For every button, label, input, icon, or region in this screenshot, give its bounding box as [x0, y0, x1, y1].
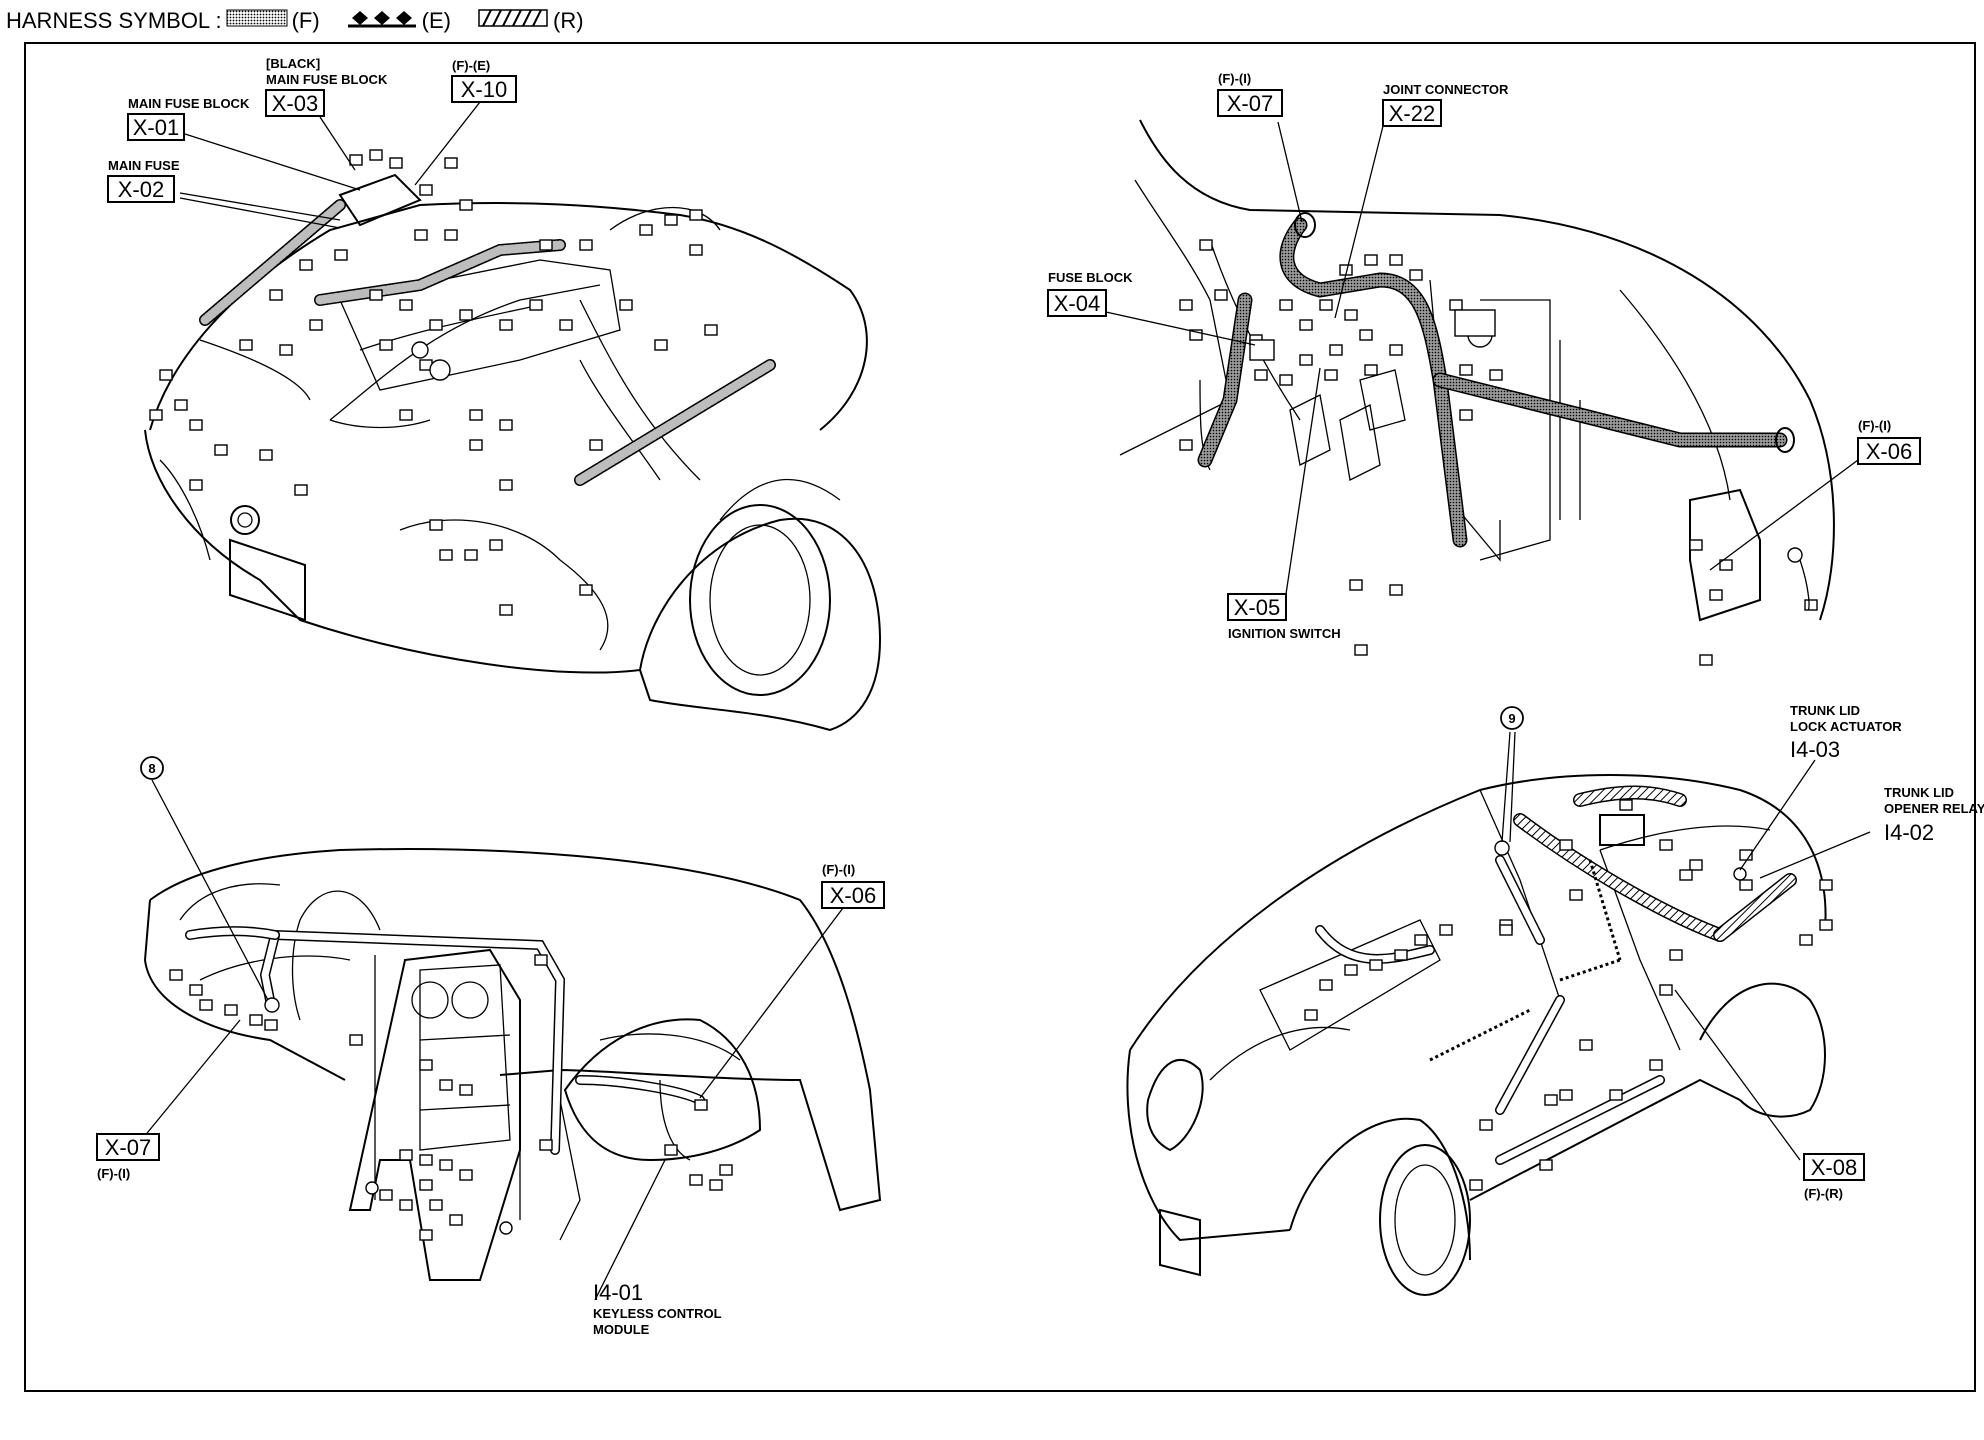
callout-x22-desc: JOINT CONNECTOR	[1383, 82, 1509, 97]
cabin-panel: (F)-(I) X-07 JOINT CONNECTOR X-22 FUSE B…	[1047, 71, 1921, 666]
callout-x06-dash-box	[821, 881, 885, 909]
callout-x07-dash-code: X-07	[105, 1135, 151, 1160]
cabin-harness	[1197, 212, 1795, 548]
callout-i401-desc-line2: MODULE	[593, 1322, 650, 1337]
callout-x10-code: X-10	[461, 77, 507, 102]
callout-x06-box	[1857, 437, 1921, 465]
engine-bay-panel: MAIN FUSE BLOCK X-01 MAIN FUSE X-02 [BLA…	[107, 56, 882, 731]
dashboard-panel: 8 X-07 (F)-(I) (F)-(I) X-06 I4-01 KEYLES…	[96, 756, 885, 1337]
diagram-frame	[24, 42, 1976, 1392]
dashboard-harness	[185, 926, 705, 1220]
engine-bay-connectors	[149, 149, 718, 616]
engine-bay-callouts: MAIN FUSE BLOCK X-01 MAIN FUSE X-02 [BLA…	[107, 56, 517, 203]
callout-x07-dash-box	[96, 1133, 160, 1161]
rear-car-harness	[1315, 785, 1797, 1165]
callout-x03-box	[265, 89, 325, 117]
callout-i403-desc-line1: TRUNK LID	[1790, 703, 1860, 718]
callout-x03-note: [BLACK]	[266, 56, 320, 71]
callout-x01-code: X-01	[133, 115, 179, 140]
callout-x22-box	[1382, 99, 1442, 127]
rear-car-callouts: 9 TRUNK LID LOCK ACTUATOR I4-03 TRUNK LI…	[1500, 703, 1984, 1201]
dashboard-callouts: 8 X-07 (F)-(I) (F)-(I) X-06 I4-01 KEYLES…	[96, 756, 885, 1337]
callout-x07-code: X-07	[1227, 91, 1273, 116]
callout-i402-code: I4-02	[1884, 820, 1934, 845]
callout-x01-desc: MAIN FUSE BLOCK	[128, 96, 250, 111]
rear-car-panel: 9 TRUNK LID LOCK ACTUATOR I4-03 TRUNK LI…	[1126, 703, 1984, 1296]
callout-x06-dash-note: (F)-(I)	[822, 862, 855, 877]
callout-x08-note: (F)-(R)	[1804, 1186, 1843, 1201]
callout-i403-code: I4-03	[1790, 737, 1840, 762]
legend-e-text: (E)	[421, 8, 451, 33]
callout-x04-desc: FUSE BLOCK	[1048, 270, 1133, 285]
callout-x02-box	[107, 175, 175, 203]
callout-x05-desc: IGNITION SWITCH	[1228, 626, 1341, 641]
circle-8-marker	[140, 756, 164, 780]
rear-car-connectors	[1304, 799, 1833, 1191]
callout-i401-desc-line1: KEYLESS CONTROL	[593, 1306, 722, 1321]
callout-x07-dash-note: (F)-(I)	[97, 1166, 130, 1181]
callout-x02-code: X-02	[118, 177, 164, 202]
callout-x22-code: X-22	[1389, 101, 1435, 126]
dotted-harness-icon	[226, 7, 288, 35]
callout-x02-desc: MAIN FUSE	[108, 158, 180, 173]
dashboard-leaders	[142, 779, 847, 1301]
circle-9-marker	[1500, 706, 1524, 730]
cabin-leaders	[1105, 121, 1859, 611]
rear-car-leaders	[1501, 731, 1871, 1161]
cabin-connectors	[1179, 239, 1818, 666]
diamond-harness-icon	[346, 7, 418, 35]
callout-x05-box	[1227, 593, 1287, 621]
legend-f-text: (F)	[291, 8, 320, 33]
callout-x10-note: (F)-(E)	[452, 58, 490, 73]
hatched-harness-icon	[477, 7, 549, 35]
dashboard-connectors	[169, 954, 733, 1241]
callout-x07-box	[1217, 89, 1283, 117]
cabin-callouts: (F)-(I) X-07 JOINT CONNECTOR X-22 FUSE B…	[1047, 71, 1921, 641]
callout-x06-code: X-06	[1866, 439, 1912, 464]
callout-i402-desc-line1: TRUNK LID	[1884, 785, 1954, 800]
harness-legend: HARNESS SYMBOL : (F) (E) (R)	[6, 4, 606, 38]
engine-bay-car-outline	[144, 202, 882, 731]
callout-x06-dash-code: X-06	[830, 883, 876, 908]
callout-x03-code: X-03	[272, 91, 318, 116]
callout-x03-desc: MAIN FUSE BLOCK	[266, 72, 388, 87]
callout-i402-desc-line2: OPENER RELAY	[1884, 801, 1984, 816]
callout-x08-code: X-08	[1811, 1155, 1857, 1180]
engine-bay-leaders	[179, 101, 481, 229]
engine-bay-harness	[199, 173, 776, 486]
callout-x10-box	[451, 75, 517, 103]
callout-i401-code: I4-01	[593, 1280, 643, 1305]
circle-8-label: 8	[148, 761, 155, 776]
legend-prefix: HARNESS SYMBOL :	[6, 8, 222, 33]
callout-x05-code: X-05	[1234, 595, 1280, 620]
circle-9-label: 9	[1508, 711, 1515, 726]
callout-x07-note: (F)-(I)	[1218, 71, 1251, 86]
callout-x01-box	[127, 113, 185, 141]
legend-r-text: (R)	[553, 8, 584, 33]
callout-x08-box	[1803, 1153, 1865, 1181]
callout-x04-box	[1047, 289, 1107, 317]
callout-i403-desc-line2: LOCK ACTUATOR	[1790, 719, 1902, 734]
dashboard-outline	[143, 848, 882, 1281]
callout-x04-code: X-04	[1054, 291, 1100, 316]
callout-x06-note: (F)-(I)	[1858, 418, 1891, 433]
rear-car-outline	[1126, 774, 1827, 1296]
